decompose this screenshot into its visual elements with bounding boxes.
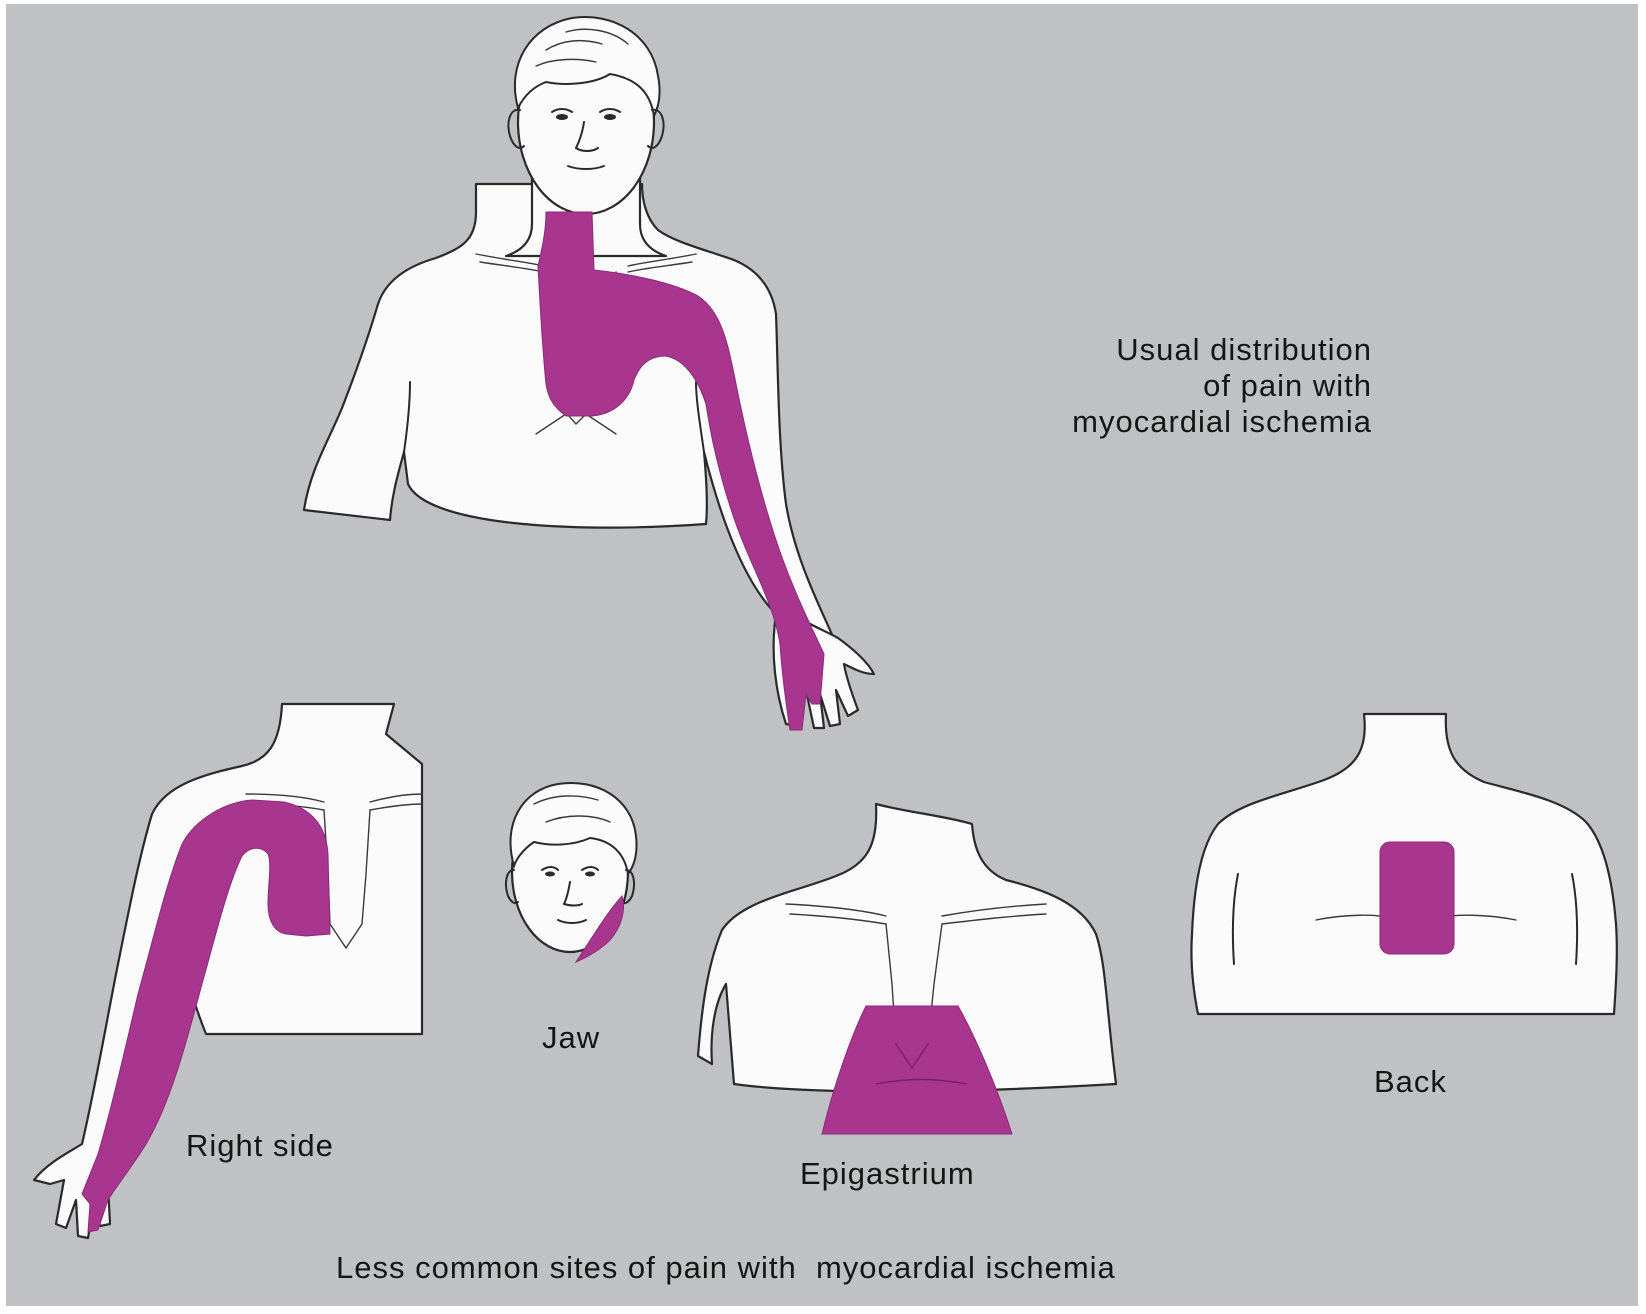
usual-label-line-2: of pain with <box>952 368 1372 404</box>
usual-label-line-3: myocardial ischemia <box>952 404 1372 440</box>
figure-background: Usual distribution of pain with myocardi… <box>6 4 1638 1306</box>
back-figure <box>1191 714 1616 1014</box>
right-side-label: Right side <box>186 1128 334 1164</box>
caption: Less common sites of pain with myocardia… <box>336 1250 1116 1286</box>
main-figure <box>304 17 874 730</box>
usual-label-line-1: Usual distribution <box>952 332 1372 368</box>
jaw-figure <box>506 783 637 962</box>
usual-distribution-label: Usual distribution of pain with myocardi… <box>952 332 1372 440</box>
epigastrium-label: Epigastrium <box>800 1156 975 1192</box>
back-label: Back <box>1374 1064 1447 1100</box>
epigastrium-figure <box>698 804 1116 1134</box>
back-pain-area <box>1380 842 1454 954</box>
jaw-label: Jaw <box>542 1020 600 1056</box>
illustration <box>6 4 1638 1306</box>
